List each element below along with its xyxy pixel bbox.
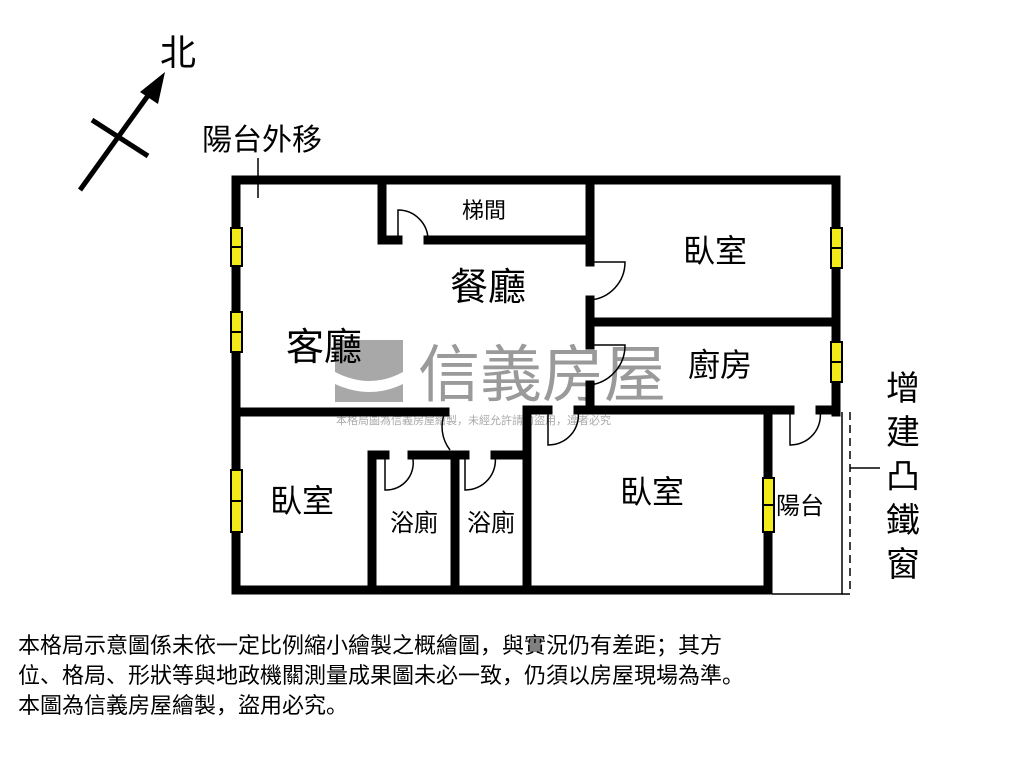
disclaimer-line: 本圖為信義房屋繪製，盜用必究。 xyxy=(18,694,349,719)
room-bedroom-left: 臥室 xyxy=(270,482,334,520)
added-window-char: 增 xyxy=(886,369,920,409)
added-window-char: 窗 xyxy=(886,545,920,585)
room-bedroom-top-right: 臥室 xyxy=(683,232,747,270)
room-bath-1: 浴廁 xyxy=(390,509,438,537)
room-kitchen: 廚房 xyxy=(688,346,752,384)
disclaimer-line: 本格局示意圖係未依一定比例縮小繪製之概繪圖，與實況仍有差距；其方 xyxy=(18,634,723,659)
room-stairs: 梯間 xyxy=(462,199,506,224)
room-dining: 餐廳 xyxy=(450,265,526,309)
watermark-brand: 信義房屋 xyxy=(418,338,666,411)
room-bedroom-right: 臥室 xyxy=(620,473,684,511)
disclaimer-line: 位、格局、形狀等與地政機關測量成果圖未必一致，仍須以房屋現場為準。 xyxy=(18,664,745,689)
disclaimer: 本格局示意圖係未依一定比例縮小繪製之概繪圖，與實況仍有差距；其方 位、格局、形狀… xyxy=(18,632,1018,722)
balcony-outline xyxy=(772,412,880,595)
room-balcony: 陽台 xyxy=(776,492,824,520)
windows xyxy=(230,227,843,533)
added-window-char: 鐵 xyxy=(886,501,920,541)
added-window-char: 建 xyxy=(886,413,920,453)
added-window-label: 增 建 凸 鐵 窗 xyxy=(886,369,920,585)
north-arrow-icon xyxy=(77,72,165,192)
north-label: 北 xyxy=(160,33,196,74)
room-bath-2: 浴廁 xyxy=(467,509,515,537)
room-living: 客廳 xyxy=(286,325,362,369)
balcony-moved-label: 陽台外移 xyxy=(202,123,322,158)
doors xyxy=(384,209,822,491)
watermark-logo xyxy=(335,340,403,402)
added-window-char: 凸 xyxy=(886,457,920,497)
